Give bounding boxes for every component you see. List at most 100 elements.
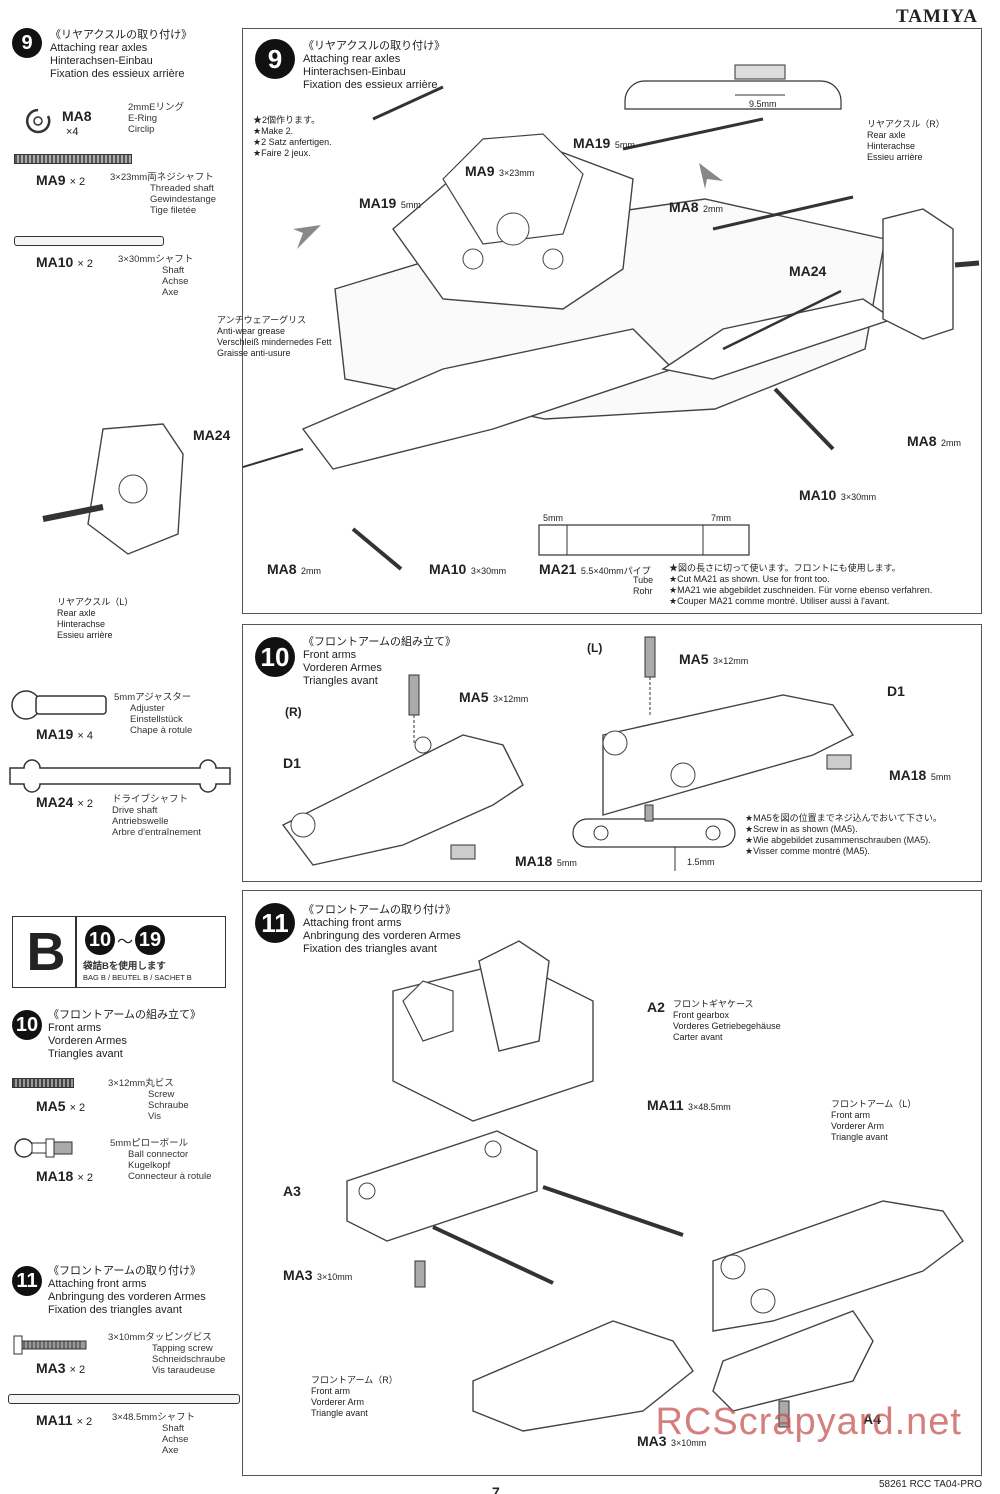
part-desc-fr: Connecteur à rotule xyxy=(128,1171,212,1182)
part-label: MA19 xyxy=(359,195,397,211)
part-label: D1 xyxy=(283,755,301,771)
step-number-badge: 11 xyxy=(255,903,295,943)
step-number-badge: 9 xyxy=(12,28,42,58)
note-line: リヤアクスル（R） xyxy=(867,119,945,129)
left-step10-header: 10 《フロントアームの組み立て》 Front arms Vorderen Ar… xyxy=(12,1006,237,1061)
part-label: A3 xyxy=(283,1183,301,1199)
note-line: ★図の長さに切って使います。フロントにも使用します。 xyxy=(669,563,901,573)
part-size: 2mm xyxy=(941,438,962,448)
step-title-fr: Fixation des triangles avant xyxy=(48,1304,182,1316)
part-size: 5mm xyxy=(400,200,421,210)
part-desc-de: Schneidschraube xyxy=(152,1354,226,1365)
note-line: Anti-wear grease xyxy=(217,326,286,336)
part-size: 2mm xyxy=(703,204,724,214)
bag-range-tilde: 〜 xyxy=(117,934,134,951)
step-title-fr: Fixation des triangles avant xyxy=(303,943,437,955)
step-title-jp: 《フロントアームの取り付け》 xyxy=(303,903,457,916)
step-title-de: Hinterachsen-Einbau xyxy=(50,55,153,67)
part-size: 3×10mm xyxy=(317,1272,353,1282)
drive-shaft-icon xyxy=(9,759,231,793)
part-size: 3×30mm xyxy=(470,566,507,576)
step-title-jp: 《フロントアームの組み立て》 xyxy=(303,635,457,648)
part-code: MA19 xyxy=(36,726,74,742)
part-code: MA8 xyxy=(62,108,92,124)
make-two-note: ★2個作ります。 ★Make 2. ★2 Satz anfertigen. ★F… xyxy=(253,115,332,159)
note-line: ★Faire 2 jeux. xyxy=(253,148,311,158)
part-label: MA19 xyxy=(573,135,611,151)
note-line: Essieu arrière xyxy=(57,630,113,640)
part-desc-jp: 3×10mmタッピングビス xyxy=(108,1332,212,1343)
step-title-jp: 《フロントアームの取り付け》 xyxy=(48,1264,202,1277)
part-size: 3×48.5mm xyxy=(688,1102,731,1112)
part-desc-de: Achse xyxy=(162,1434,189,1445)
screw-note: ★MA5を図の位置までネジ込んでおいて下さい。 ★Screw in as sho… xyxy=(745,813,981,857)
part-label: MA8 xyxy=(669,199,699,215)
part-label: MA5 xyxy=(459,689,489,705)
part-size: 5.5×40mmパイプ xyxy=(580,566,651,576)
ball-connector-icon xyxy=(14,1138,73,1158)
step-title-en: Attaching rear axles xyxy=(303,53,401,65)
step-number-badge: 11 xyxy=(12,1266,42,1296)
part-desc-fr: Circlip xyxy=(128,124,155,135)
part-desc-en: Tapping screw xyxy=(152,1343,213,1354)
step-title-fr: Fixation des essieux arrière xyxy=(303,79,438,91)
part-label: MA24 xyxy=(193,427,231,443)
grease-label: アンチウェアーグリス Anti-wear grease Verschleiß m… xyxy=(217,315,332,359)
part-desc-de: Kugelkopf xyxy=(128,1160,171,1171)
shaft-icon xyxy=(14,236,164,246)
part-label: MA10 xyxy=(799,487,837,503)
rear-axle-right-label: リヤアクスル（R） Rear axle Hinterachse Essieu a… xyxy=(867,119,945,163)
note-line: Essieu arrière xyxy=(867,152,923,162)
part-desc-jp: 2mmEリング xyxy=(128,102,184,113)
part-label: A2 xyxy=(647,999,665,1015)
step-number-badge: 9 xyxy=(255,39,295,79)
note-line: Vorderes Getriebegehäuse xyxy=(673,1021,781,1031)
part-label: MA5 xyxy=(679,651,709,667)
part-label: MA18 xyxy=(515,853,553,869)
note-line: ★MA21 wie abgebildet zuschneiden. Für vo… xyxy=(669,585,933,595)
part-qty: × 2 xyxy=(77,258,93,270)
part-desc-de: Schraube xyxy=(148,1100,189,1111)
front-arm-mounting-diagram xyxy=(346,940,964,1432)
part-desc-fr: Arbre d'entraînement xyxy=(112,827,201,838)
step9-panel: 9 《リヤアクスルの取り付け》 Attaching rear axles Hin… xyxy=(42,28,982,640)
note-line: Verschleiß mindernedes Fett xyxy=(217,337,332,347)
note-line: ★Screw in as shown (MA5). xyxy=(745,824,858,834)
step-number-badge: 10 xyxy=(12,1010,42,1040)
part-desc-fr: Vis xyxy=(148,1111,162,1122)
note-line: ★MA5を図の位置までネジ込んでおいて下さい。 xyxy=(745,813,942,823)
step11-panel: 11 《フロントアームの取り付け》 Attaching front arms A… xyxy=(242,890,982,1476)
note-line: Rear axle xyxy=(867,130,906,140)
front-arm-right-label: フロントアーム（R） Front arm Vorderer Arm Triang… xyxy=(311,1375,398,1419)
bag-b-box: B 10 〜 19 袋詰Bを使用します BAG B / BEUTEL B / S… xyxy=(12,916,226,988)
gearbox-desc: フロントギヤケース Front gearbox Vorderes Getrieb… xyxy=(673,999,833,1043)
part-desc-fr: Axe xyxy=(162,287,179,298)
note-line: Rohr xyxy=(633,586,653,596)
dimension-label: 7mm xyxy=(711,513,731,523)
note-line: Hinterachse xyxy=(57,619,106,629)
note-line: ★Make 2. xyxy=(253,126,294,136)
bag-multi: BAG B / BEUTEL B / SACHET B xyxy=(83,973,192,982)
note-line: ★2個作ります。 xyxy=(253,115,321,125)
note-line: ★Wie abgebildet zusammenschrauben (MA5). xyxy=(745,835,931,845)
part-qty: × 2 xyxy=(69,1102,86,1114)
parts-item-ma9: MA9× 2 3×23mm両ネジシャフト Threaded shaft Gewi… xyxy=(14,154,234,216)
part-desc-en: Shaft xyxy=(162,1423,185,1434)
part-desc-jp: 3×12mm丸ビス xyxy=(108,1078,174,1089)
step-title-jp: 《リヤアクスルの取り付け》 xyxy=(303,39,446,52)
part-desc-jp: 5mmピローボール xyxy=(110,1138,189,1149)
left-rear-upright-icon xyxy=(42,423,184,555)
step-title-en: Front arms xyxy=(48,1022,102,1034)
screw-icon xyxy=(12,1078,74,1088)
part-qty: × 2 xyxy=(69,176,86,188)
part-desc-jp: ドライブシャフト xyxy=(112,794,189,805)
note-line: Hinterachse xyxy=(867,141,916,151)
part-desc-jp: 3×48.5mmシャフト xyxy=(112,1412,196,1423)
cut-note: ★図の長さに切って使います。フロントにも使用します。 ★Cut MA21 as … xyxy=(669,563,932,607)
step-title-fr: Triangles avant xyxy=(303,675,378,687)
part-label: MA10 xyxy=(429,561,467,577)
note-line: Tube xyxy=(633,575,654,585)
part-desc-en: Screw xyxy=(148,1089,175,1100)
step10-panel: 10 《フロントアームの組み立て》 Front arms Vorderen Ar… xyxy=(242,624,982,882)
part-qty: ×4 xyxy=(66,126,79,138)
